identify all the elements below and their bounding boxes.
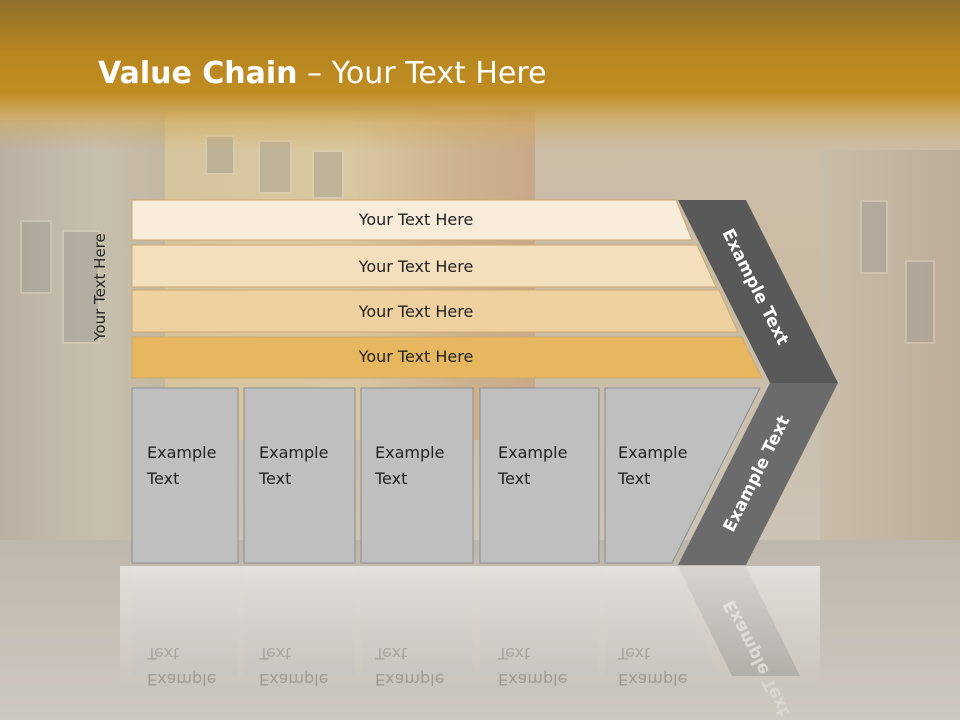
row[interactable]: Your Text Here xyxy=(131,199,693,241)
activity-cell[interactable]: Example Text xyxy=(243,387,356,564)
activity-cell-line1: Example xyxy=(375,443,444,462)
reflection-fade xyxy=(120,566,820,686)
background-building-right xyxy=(820,150,960,570)
activity-cell[interactable]: Example Text xyxy=(604,387,761,564)
background-window xyxy=(312,150,344,199)
activity-cell-box xyxy=(360,387,474,564)
background-window xyxy=(860,200,888,274)
background-window xyxy=(905,260,935,344)
activity-cell-line1: Example xyxy=(618,443,687,462)
row-label: Your Text Here xyxy=(358,302,474,321)
row[interactable]: Your Text Here xyxy=(131,336,763,379)
chevron-upper-shape xyxy=(678,200,838,383)
title-rest: – Your Text Here xyxy=(297,56,547,91)
activity-cell[interactable]: Example Text xyxy=(479,387,600,564)
row[interactable]: Your Text Here xyxy=(131,289,739,333)
header-band xyxy=(0,0,960,150)
activity-cell-line2: Text xyxy=(617,469,650,488)
activity-cell-box xyxy=(604,387,761,564)
row[interactable]: Your Text Here xyxy=(131,244,717,288)
activity-cell-line1: Example xyxy=(147,443,216,462)
slide-title[interactable]: Value Chain – Your Text Here xyxy=(98,52,547,96)
activity-cell-box xyxy=(479,387,600,564)
row-band xyxy=(131,289,739,333)
activity-cell-line2: Text xyxy=(146,469,179,488)
row-band xyxy=(131,199,693,241)
activity-cell-box xyxy=(243,387,356,564)
row-label: Your Text Here xyxy=(358,347,474,366)
row-band xyxy=(131,244,717,288)
background-window xyxy=(62,230,100,344)
activity-cell[interactable]: Example Text xyxy=(131,387,239,564)
activity-cell-line2: Text xyxy=(497,469,530,488)
title-bold: Value Chain xyxy=(98,56,298,91)
activity-cell-box xyxy=(131,387,239,564)
background-window xyxy=(20,220,52,294)
activity-cell-line1: Example xyxy=(498,443,567,462)
chevron-lower-shape xyxy=(678,383,838,565)
row-label: Your Text Here xyxy=(358,257,474,276)
activity-cell-line2: Text xyxy=(258,469,291,488)
row-label: Your Text Here xyxy=(358,210,474,229)
activity-cell-line2: Text xyxy=(374,469,407,488)
activity-cell[interactable]: Example Text xyxy=(360,387,474,564)
row-band xyxy=(131,336,763,379)
activity-cell-line1: Example xyxy=(259,443,328,462)
